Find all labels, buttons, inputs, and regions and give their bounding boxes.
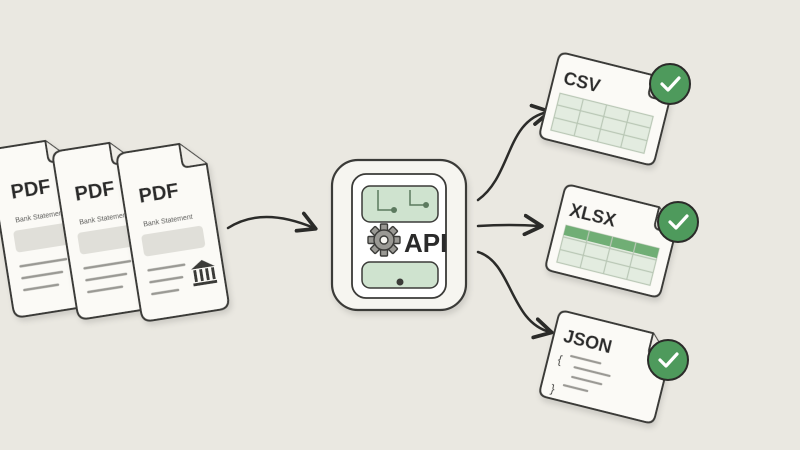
pdf-document-3: PDF Bank Statement xyxy=(116,142,230,322)
check-icon xyxy=(658,352,679,368)
arrow-to-csv xyxy=(476,103,552,202)
svg-text:{: { xyxy=(556,352,563,367)
check-icon xyxy=(660,76,681,92)
json-check-badge xyxy=(647,339,689,381)
check-icon xyxy=(668,214,689,230)
svg-text:}: } xyxy=(549,381,556,396)
api-box: API xyxy=(330,158,468,312)
csv-check-badge xyxy=(649,63,691,105)
output-xlsx: XLSX xyxy=(545,184,677,298)
xlsx-check-badge xyxy=(657,201,699,243)
output-csv: CSV xyxy=(539,52,671,166)
arrow-to-json xyxy=(476,250,554,340)
arrow-to-api xyxy=(226,211,318,233)
source-documents: PDF Bank Statement PDF Bank Statement PD… xyxy=(0,139,230,322)
bank-icon xyxy=(191,259,218,287)
output-json: JSON { } xyxy=(539,310,671,424)
api-label: API xyxy=(404,228,447,258)
arrow-to-xlsx xyxy=(476,213,544,237)
gear-icon xyxy=(367,223,401,257)
